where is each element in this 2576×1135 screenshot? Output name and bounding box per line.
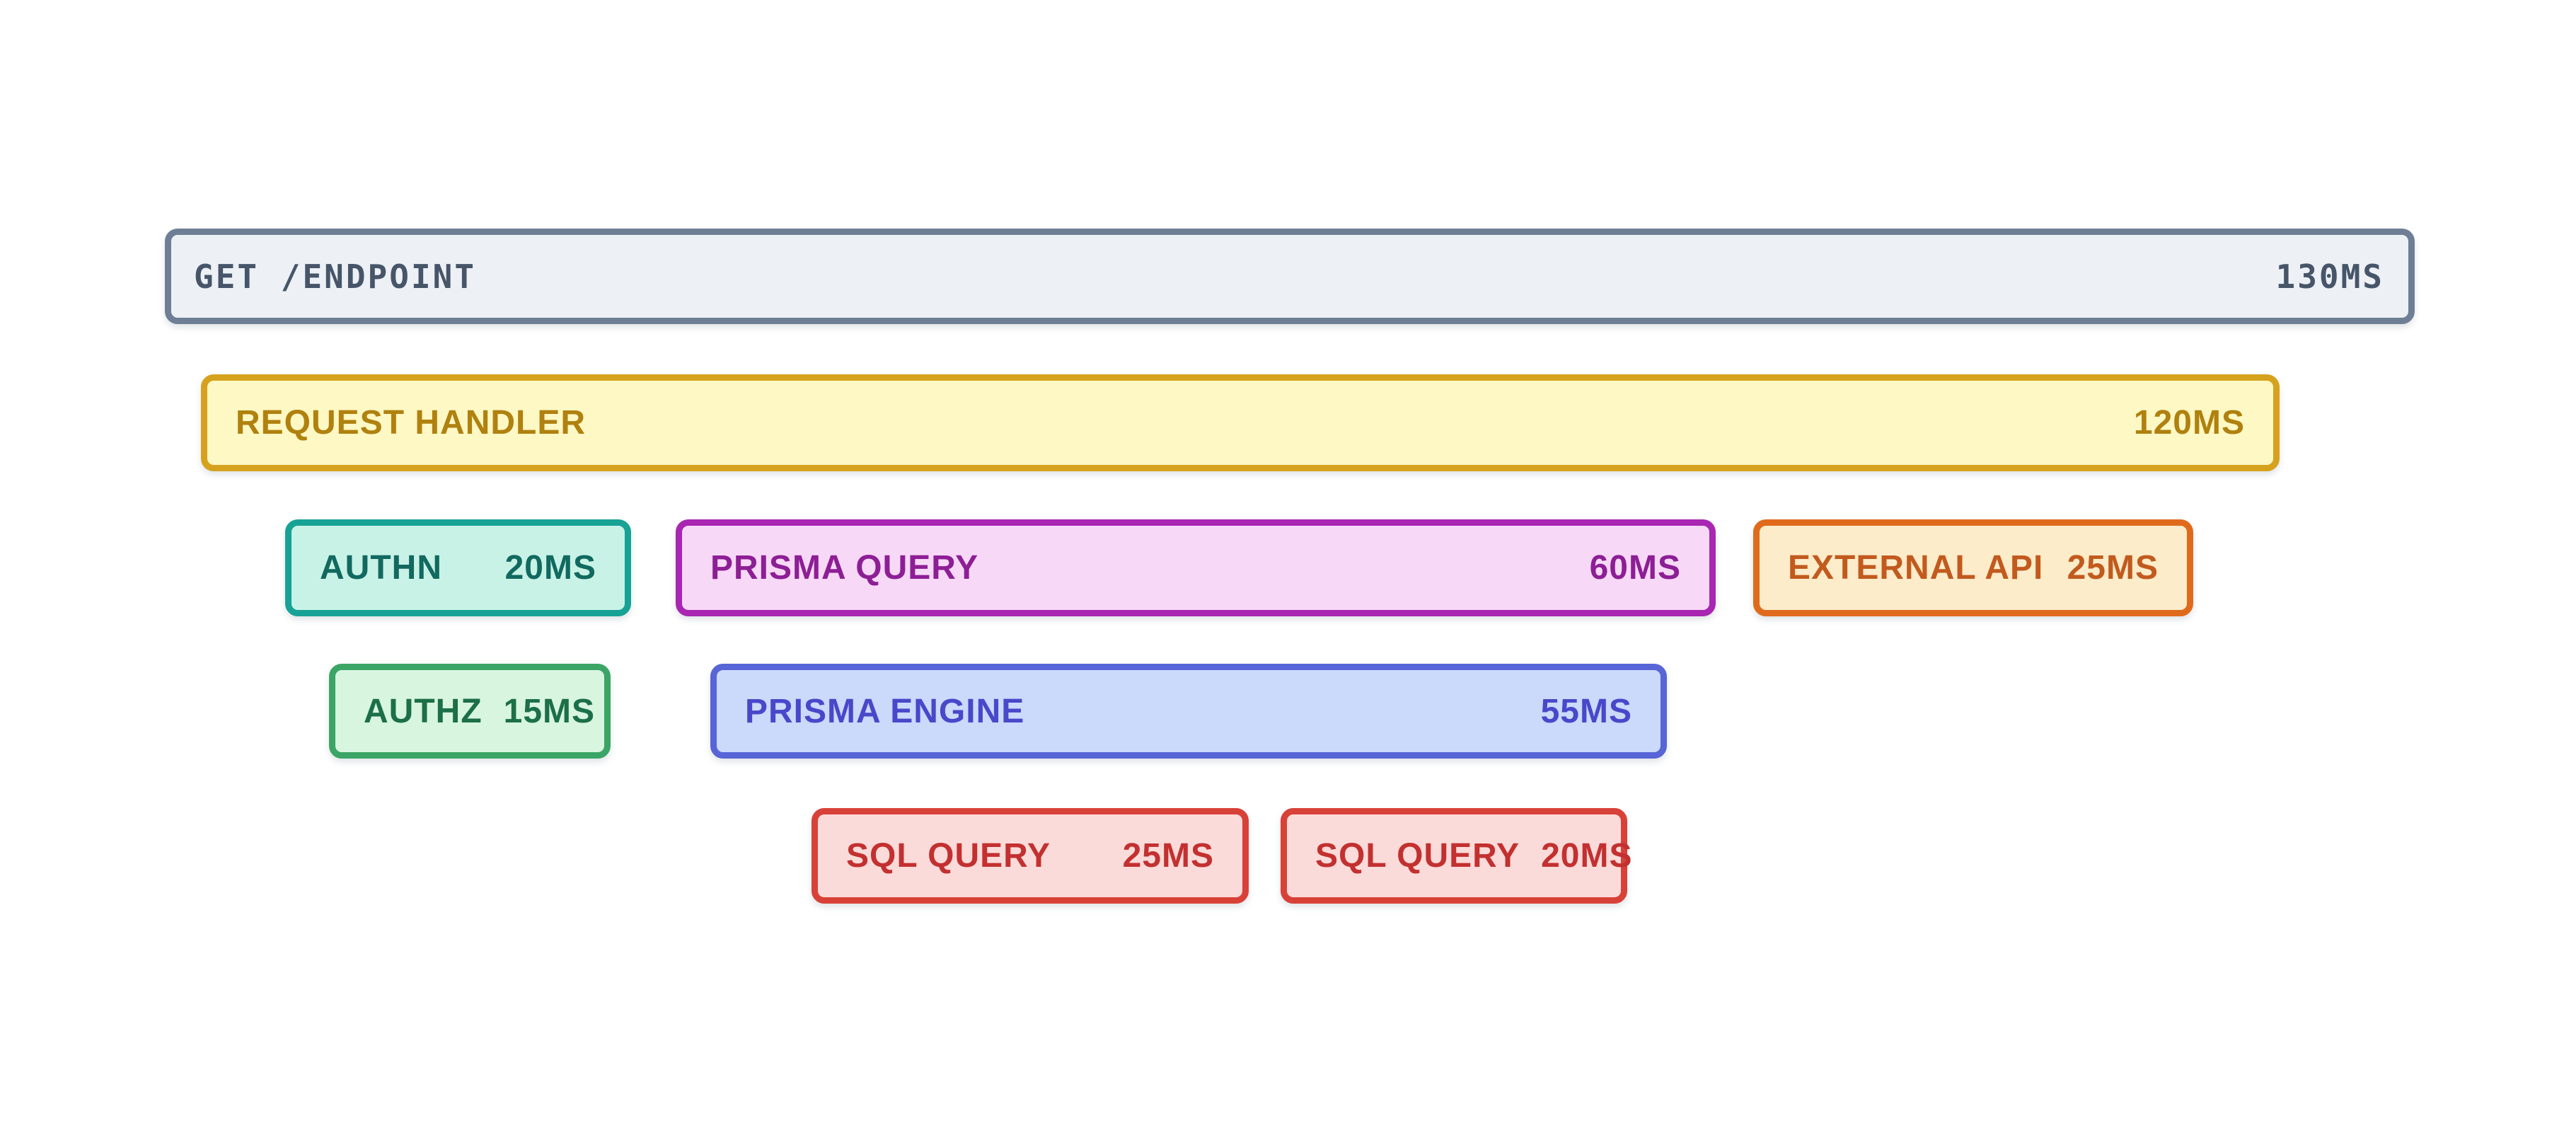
request-handler-span: REQUEST HANDLER 120MS — [201, 374, 2280, 471]
span-duration: 20MS — [1541, 837, 1633, 875]
span-label: REQUEST HANDLER — [236, 404, 587, 442]
authn-span: AUTHN 20MS — [285, 519, 631, 616]
span-label: PRISMA QUERY — [710, 549, 979, 587]
span-label: AUTHN — [320, 549, 442, 587]
authz-span: AUTHZ 15MS — [329, 664, 611, 759]
span-label: GET /ENDPOINT — [194, 257, 477, 296]
span-label: AUTHZ — [364, 692, 483, 730]
span-label: SQL QUERY — [846, 837, 1051, 875]
sql-query-2-span: SQL QUERY 20MS — [1281, 808, 1631, 904]
span-label: SQL QUERY — [1315, 837, 1520, 875]
span-duration: 15MS — [503, 692, 596, 730]
get-endpoint-span: GET /ENDPOINT 130MS — [165, 229, 2415, 324]
span-duration: 55MS — [1540, 692, 1632, 730]
span-duration: 20MS — [504, 549, 596, 587]
span-label: PRISMA ENGINE — [745, 692, 1025, 730]
prisma-engine-span: PRISMA ENGINE 55MS — [710, 664, 1667, 759]
external-api-span: EXTERNAL API 25MS — [1753, 519, 2193, 616]
span-duration: 60MS — [1589, 549, 1681, 587]
span-duration: 25MS — [2067, 549, 2159, 587]
sql-query-1-span: SQL QUERY 25MS — [812, 808, 1249, 904]
span-label: EXTERNAL API — [1788, 549, 2044, 587]
span-duration: 25MS — [1122, 837, 1214, 875]
span-duration: 130MS — [2275, 257, 2384, 296]
prisma-query-span: PRISMA QUERY 60MS — [676, 519, 1716, 616]
span-duration: 120MS — [2133, 404, 2245, 442]
